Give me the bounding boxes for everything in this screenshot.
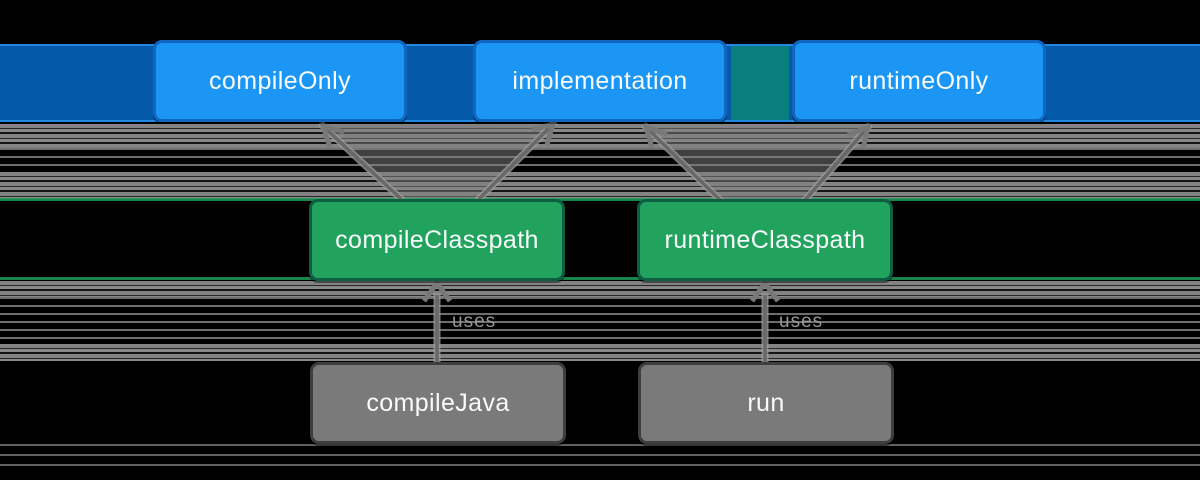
edge-lines	[320, 121, 871, 365]
node-runtimeclasspath: runtimeClasspath	[637, 199, 893, 281]
node-implementation-label: implementation	[512, 66, 688, 95]
arrowhead-at-compileonly	[319, 122, 345, 148]
uses-edge-label-left: uses	[452, 311, 497, 332]
edge-compileclasspath-to-compileonly	[320, 123, 403, 201]
node-compileonly: compileOnly	[153, 40, 407, 122]
uses-edge-label-right: uses	[779, 311, 824, 332]
node-compileclasspath-label: compileClasspath	[335, 225, 539, 254]
node-compileclasspath: compileClasspath	[309, 199, 565, 281]
arrowhead-at-implementation-left	[531, 120, 557, 146]
edge-runtimeclasspath-to-runtimeonly	[803, 124, 871, 202]
teal-band-patch	[731, 46, 789, 120]
node-implementation: implementation	[473, 40, 727, 122]
node-runtimeclasspath-label: runtimeClasspath	[664, 225, 866, 254]
node-compilejava-label: compileJava	[366, 388, 510, 417]
node-compileonly-label: compileOnly	[209, 66, 351, 95]
node-runtimeonly: runtimeOnly	[792, 40, 1046, 122]
edge-runtimeclasspath-to-implementation	[643, 124, 722, 202]
arrowhead-at-runtimeonly	[847, 122, 872, 150]
arrowhead-at-compileclasspath	[421, 278, 453, 303]
arrowheads	[319, 120, 872, 303]
edge-compileclasspath-to-implementation	[477, 121, 556, 201]
node-run: run	[638, 362, 894, 444]
arrowhead-at-implementation-right	[642, 123, 668, 149]
arrowhead-at-runtimeclasspath	[749, 278, 781, 303]
node-compilejava: compileJava	[310, 362, 566, 444]
node-runtimeonly-label: runtimeOnly	[849, 66, 989, 95]
node-run-label: run	[747, 388, 785, 417]
